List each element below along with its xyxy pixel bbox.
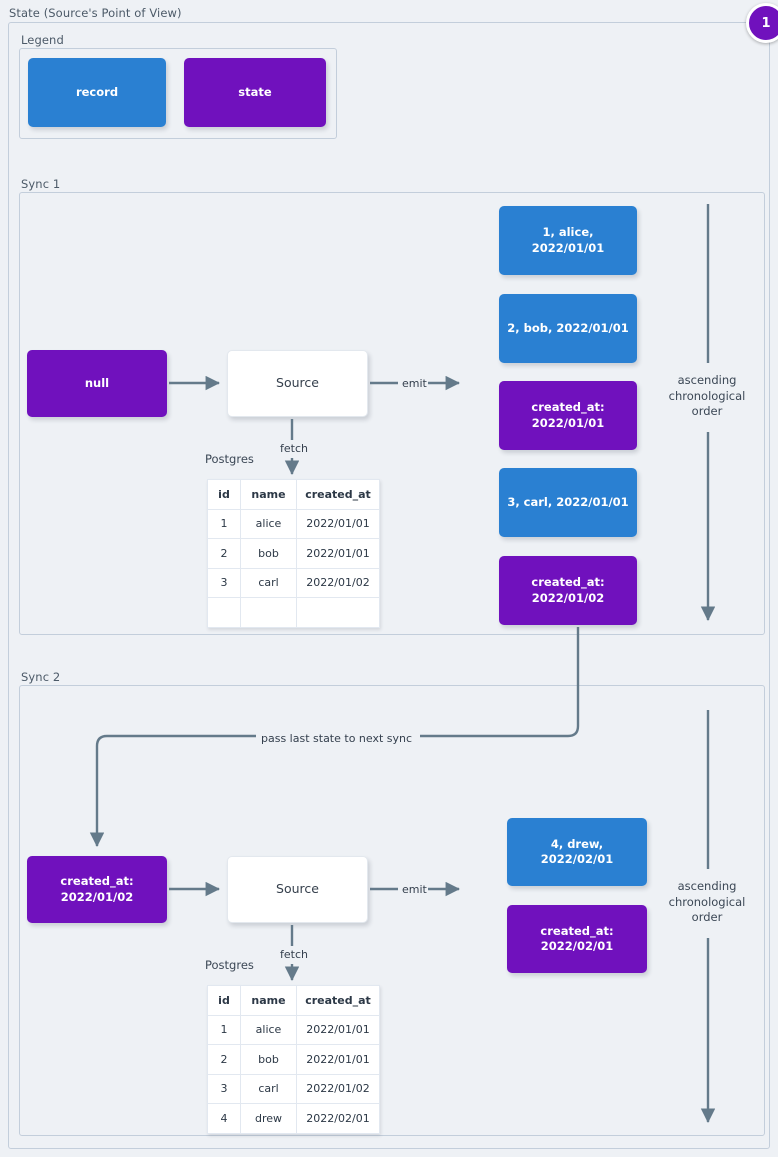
sync1-emitted-1-line0: 2, bob, 2022/01/01 xyxy=(507,320,629,335)
sync2-title: Sync 2 xyxy=(21,670,61,684)
sync2-col-name: name xyxy=(240,985,297,1016)
sync2-source-label: Source xyxy=(276,881,319,897)
sync1-emitted-4-lines: created_at: 2022/01/02 xyxy=(523,575,612,605)
sync1-emitted-4-line0: created_at: xyxy=(531,575,605,590)
sync2-input-state-lines: created_at: 2022/01/02 xyxy=(52,874,141,904)
legend-item-state: state xyxy=(184,58,326,127)
sync2-source-node: Source xyxy=(227,856,368,923)
table-row: 2 bob 2022/01/01 xyxy=(207,1044,380,1075)
sync1-postgres-table: id name created_at 1 alice 2022/01/01 2 … xyxy=(207,479,380,628)
cell-date: 2022/01/02 xyxy=(296,1073,380,1104)
cell-id: 1 xyxy=(207,1014,241,1045)
legend-item-record-label: record xyxy=(75,84,119,99)
table-row: 1 alice 2022/01/01 xyxy=(207,508,380,539)
sync1-col-id: id xyxy=(207,479,241,510)
sync2-emitted-1-line1: 2022/02/01 xyxy=(540,939,614,953)
sync1-emitted-1: 2, bob, 2022/01/01 xyxy=(499,294,637,363)
cell-name: carl xyxy=(240,567,297,598)
cell-id: 3 xyxy=(207,1073,241,1104)
cell-name: bob xyxy=(240,538,297,569)
cell-date: 2022/01/01 xyxy=(296,508,380,539)
sync1-col-name: name xyxy=(240,479,297,510)
cell-date xyxy=(296,597,380,628)
sync1-emitted-2-line0: created_at: xyxy=(531,400,605,415)
cell-id xyxy=(207,597,241,628)
cell-date: 2022/01/01 xyxy=(296,1044,380,1075)
sync1-emitted-4: created_at: 2022/01/02 xyxy=(499,556,637,625)
table-row: 4 drew 2022/02/01 xyxy=(207,1103,380,1134)
page-title: State (Source's Point of View) xyxy=(9,6,182,20)
sync2-emitted-1: created_at: 2022/02/01 xyxy=(507,905,647,973)
sync2-emitted-1-line0: created_at: xyxy=(540,923,614,938)
sync1-emitted-2: created_at: 2022/01/01 xyxy=(499,381,637,450)
sync1-order-note: ascending chronological order xyxy=(668,373,746,419)
sync2-col-id: id xyxy=(207,985,241,1016)
cell-id: 2 xyxy=(207,538,241,569)
sync1-emitted-2-line1: 2022/01/01 xyxy=(531,415,605,430)
sync2-order-note: ascending chronological order xyxy=(668,879,746,925)
sync2-postgres-table: id name created_at 1 alice 2022/01/01 2 … xyxy=(207,985,380,1134)
sync1-input-state: null xyxy=(27,350,167,417)
step-badge: 1 xyxy=(746,3,778,43)
table-row: 2 bob 2022/01/01 xyxy=(207,538,380,569)
sync1-db-caption: Postgres xyxy=(205,452,254,466)
table-header-row: id name created_at xyxy=(207,479,380,510)
sync2-input-state: created_at: 2022/01/02 xyxy=(27,856,167,923)
sync1-source-node: Source xyxy=(227,350,368,417)
sync2-col-date: created_at xyxy=(296,985,380,1016)
sync2-emitted-0-line0: 4, drew, 2022/02/01 xyxy=(540,836,614,866)
table-row xyxy=(207,597,380,628)
pass-state-label: pass last state to next sync xyxy=(258,732,416,745)
sync1-col-date: created_at xyxy=(296,479,380,510)
table-row: 3 carl 2022/01/02 xyxy=(207,567,380,598)
sync1-emitted-0: 1, alice, 2022/01/01 xyxy=(499,206,637,275)
sync2-emit-label: emit xyxy=(399,883,430,896)
sync1-emitted-3-line0: 3, carl, 2022/01/01 xyxy=(507,494,629,509)
cell-name: alice xyxy=(240,508,297,539)
sync2-db-caption: Postgres xyxy=(205,958,254,972)
cell-id: 1 xyxy=(207,508,241,539)
sync2-emitted-0: 4, drew, 2022/02/01 xyxy=(507,818,647,886)
sync1-title: Sync 1 xyxy=(21,177,61,191)
sync2-input-state-line1: 2022/01/02 xyxy=(60,889,134,904)
cell-id: 4 xyxy=(207,1103,241,1134)
sync1-emitted-3: 3, carl, 2022/01/01 xyxy=(499,468,637,537)
table-header-row: id name created_at xyxy=(207,985,380,1016)
sync2-fetch-label: fetch xyxy=(277,948,311,961)
cell-date: 2022/01/01 xyxy=(296,538,380,569)
cell-name: drew xyxy=(240,1103,297,1134)
sync1-emitted-4-line1: 2022/01/02 xyxy=(531,590,605,605)
sync1-emit-label: emit xyxy=(399,377,430,390)
sync1-fetch-label: fetch xyxy=(277,442,311,455)
cell-date: 2022/02/01 xyxy=(296,1103,380,1134)
table-row: 3 carl 2022/01/02 xyxy=(207,1073,380,1104)
sync1-source-label: Source xyxy=(276,375,319,391)
sync1-emitted-2-lines: created_at: 2022/01/01 xyxy=(523,400,612,430)
cell-name: carl xyxy=(240,1073,297,1104)
legend-item-state-label: state xyxy=(238,84,272,99)
cell-date: 2022/01/02 xyxy=(296,567,380,598)
table-row: 1 alice 2022/01/01 xyxy=(207,1014,380,1045)
cell-name: bob xyxy=(240,1044,297,1075)
cell-id: 2 xyxy=(207,1044,241,1075)
sync1-input-state-label: null xyxy=(84,375,110,390)
cell-id: 3 xyxy=(207,567,241,598)
sync2-emitted-1-lines: created_at: 2022/02/01 xyxy=(532,924,621,954)
cell-date: 2022/01/01 xyxy=(296,1014,380,1045)
sync2-input-state-line0: created_at: xyxy=(60,874,134,889)
legend-item-record: record xyxy=(28,58,166,127)
cell-name: alice xyxy=(240,1014,297,1045)
sync1-emitted-0-line0: 1, alice, 2022/01/01 xyxy=(531,225,605,255)
legend-title: Legend xyxy=(21,33,64,47)
cell-name xyxy=(240,597,297,628)
